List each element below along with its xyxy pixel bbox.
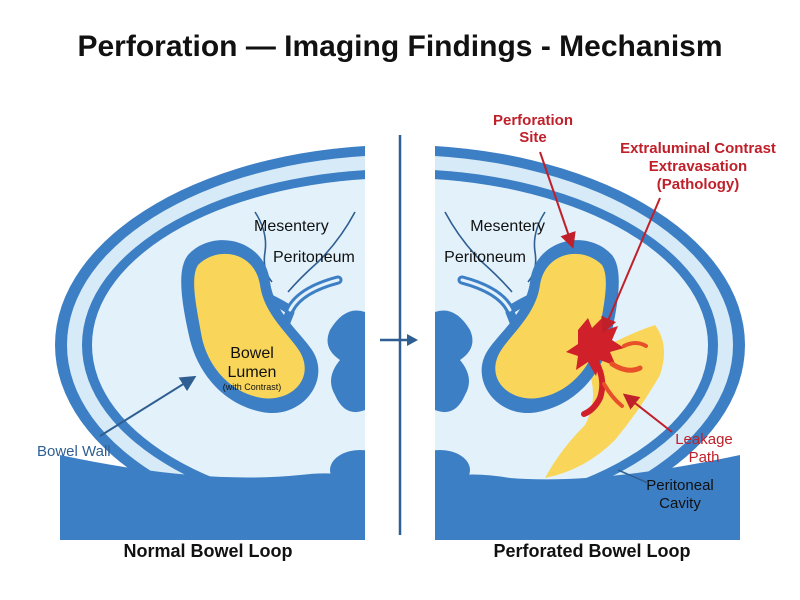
perforated-bowel-panel: [435, 146, 745, 540]
right-peritoneum-label: Peritoneum: [444, 249, 526, 266]
bowel-lumen-label-2: Lumen: [228, 364, 277, 381]
left-mesentery-label: Mesentery: [254, 218, 329, 235]
peritoneal-cavity-pointer: [617, 469, 649, 484]
spine-body: [315, 477, 365, 533]
perforation-site-label-2: Site: [519, 129, 547, 146]
peritoneal-cavity-label-2: Cavity: [659, 495, 701, 512]
perforation-site-label-1: Perforation: [493, 112, 573, 129]
bowel-wall-arrow: [99, 375, 197, 437]
with-contrast-label: (with Contrast): [223, 382, 282, 392]
extravasation-label-3: (Pathology): [657, 176, 740, 193]
perforated-bowel-loop-title: Perforated Bowel Loop: [493, 541, 691, 561]
leakage-path-label-2: Path: [689, 449, 720, 466]
bowel-lumen-label-1: Bowel: [230, 345, 274, 362]
right-mesentery-label: Mesentery: [470, 218, 545, 235]
leakage-path-label-1: Leakage: [675, 431, 733, 448]
normal-bowel-panel: [55, 146, 365, 540]
perforation-site-arrow: [539, 151, 576, 249]
extravasation-label-1: Extraluminal Contrast: [620, 140, 776, 157]
vertebra-structure: [327, 310, 365, 413]
leakage-path-arrow: [622, 393, 673, 433]
extravasation-label-2: Extravasation: [649, 158, 747, 175]
transition-arrow-head: [407, 334, 418, 346]
diagram-title: Perforation — Imaging Findings - Mechani…: [77, 30, 723, 63]
peritoneal-cavity-label-1: Peritoneal: [646, 477, 714, 494]
left-peritoneum-label: Peritoneum: [273, 249, 355, 266]
leaked-contrast-pool: [545, 325, 664, 478]
extravasation-arrow: [601, 197, 661, 334]
bowel-lumen-contrast: [194, 253, 305, 399]
lower-organ: [60, 455, 365, 540]
bowel-wall-label: Bowel Wall: [37, 443, 111, 460]
normal-bowel-loop-title: Normal Bowel Loop: [123, 541, 293, 561]
leakage-stream: [581, 359, 606, 417]
